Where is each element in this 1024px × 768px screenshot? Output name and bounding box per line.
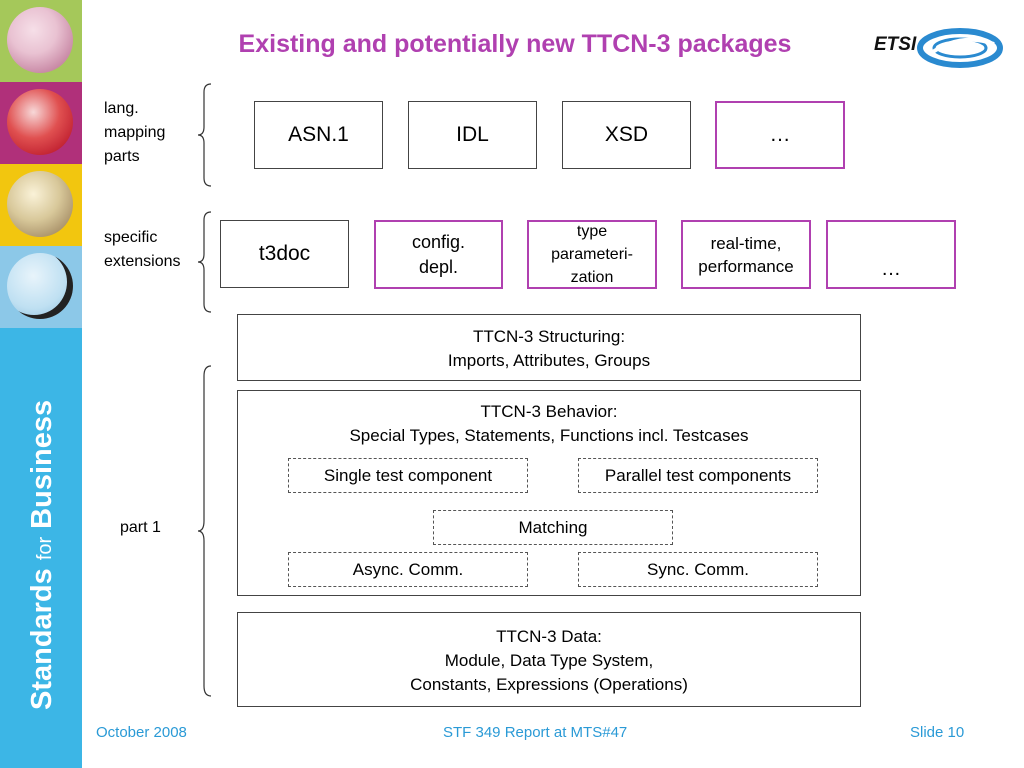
specific-extensions-brace <box>197 211 212 313</box>
structuring-panel: TTCN-3 Structuring: Imports, Attributes,… <box>237 314 861 381</box>
sidebar-tile-1 <box>0 0 82 82</box>
data-line-2: Constants, Expressions (Operations) <box>410 675 688 694</box>
footer-slide-number: Slide 10 <box>910 724 965 741</box>
part1-label: part 1 <box>120 519 161 536</box>
config-depl-box: config. depl. <box>374 220 503 289</box>
svg-text:ETSI: ETSI <box>874 34 917 55</box>
slide-title: Existing and potentially new TTCN-3 pack… <box>238 30 792 58</box>
etsi-logo: ETSI <box>874 28 1003 68</box>
more-extensions-box: … <box>826 220 956 289</box>
globe-image-2 <box>7 89 73 155</box>
sidebar: StandardsforBusiness <box>0 0 82 768</box>
xsd-box: XSD <box>562 101 691 169</box>
footer-date: October 2008 <box>96 724 187 741</box>
lang-mapping-label: lang. mapping parts <box>104 100 166 165</box>
globe-image-1 <box>7 7 73 73</box>
globe-image-4 <box>7 253 73 319</box>
data-title: TTCN-3 Data: <box>496 627 602 646</box>
matching-box: Matching <box>433 510 673 545</box>
part1-brace <box>197 365 212 697</box>
sync-comm-box: Sync. Comm. <box>578 552 818 587</box>
parallel-test-components-box: Parallel test components <box>578 458 818 493</box>
sidebar-tile-4 <box>0 246 82 328</box>
svg-text:StandardsforBusiness: StandardsforBusiness <box>26 400 58 710</box>
more-mapping-box: … <box>715 101 845 169</box>
type-parameterization-box: type parameteri- zation <box>527 220 657 289</box>
idl-box: IDL <box>408 101 537 169</box>
globe-image-3 <box>7 171 73 237</box>
t3doc-box: t3doc <box>220 220 349 288</box>
asn1-box: ASN.1 <box>254 101 383 169</box>
data-panel: TTCN-3 Data: Module, Data Type System, C… <box>237 612 861 707</box>
footer-center: STF 349 Report at MTS#47 <box>443 724 628 741</box>
structuring-subtitle: Imports, Attributes, Groups <box>447 351 651 370</box>
behavior-subtitle: Special Types, Statements, Functions inc… <box>349 426 749 445</box>
specific-extensions-label: specific extensions <box>104 229 181 270</box>
brand-wordmark: StandardsforBusiness <box>26 400 58 710</box>
real-time-performance-box: real-time, performance <box>681 220 811 289</box>
sidebar-tile-3 <box>0 164 82 246</box>
structuring-title: TTCN-3 Structuring: <box>472 327 626 346</box>
lang-mapping-brace <box>197 83 212 187</box>
behavior-title: TTCN-3 Behavior: <box>480 402 618 421</box>
async-comm-box: Async. Comm. <box>288 552 528 587</box>
data-line-1: Module, Data Type System, <box>444 651 654 670</box>
single-test-component-box: Single test component <box>288 458 528 493</box>
sidebar-tile-2 <box>0 82 82 164</box>
